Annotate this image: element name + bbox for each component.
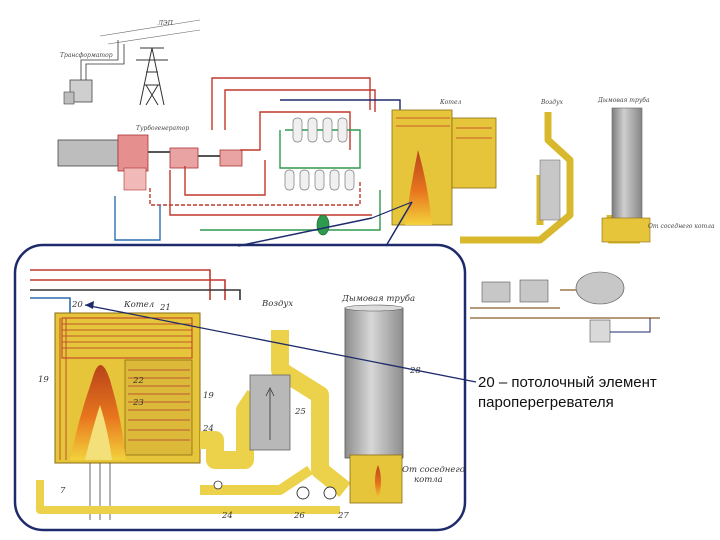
steam-pipes-overview — [149, 77, 376, 216]
overview-scheme: ЛЭП Трансформатор Турбогенератор — [57, 19, 715, 343]
label-19b: 19 — [203, 391, 214, 401]
label-21: 21 — [159, 303, 171, 313]
smoke-exhauster-fan — [296, 486, 310, 500]
turbogenerator — [57, 134, 243, 191]
label-24: 24 — [202, 424, 214, 434]
air-label-detail: Воздух — [261, 299, 293, 309]
power-line-label: ЛЭП — [157, 20, 174, 27]
air-heater-overview — [539, 159, 561, 221]
from-neighbor-2-detail: котла — [414, 475, 443, 485]
zoom-connector-left — [237, 217, 373, 247]
chimney-detail — [344, 304, 404, 504]
zoom-connector-right — [385, 201, 413, 247]
boiler-label-overview: Котел — [439, 99, 461, 106]
from-neighbor-label-overview: От соседнего котла — [648, 223, 715, 230]
label-23: 23 — [132, 398, 144, 408]
label-24b: 24 — [221, 511, 233, 521]
detail-pipes — [30, 269, 241, 318]
turbogenerator-label: Турбогенератор — [136, 125, 189, 132]
label-28: 28 — [409, 366, 421, 376]
boiler-label-detail: Котел — [123, 300, 154, 310]
power-line-tower — [99, 19, 201, 106]
chimney-overview — [611, 107, 643, 221]
callout-line — [84, 304, 477, 383]
label-26: 26 — [293, 511, 305, 521]
caption-line-1: 20 – потолочный элемент — [478, 374, 657, 391]
callout-arrowhead — [85, 301, 94, 309]
label-20: 20 — [71, 300, 83, 310]
label-19a: 19 — [38, 375, 49, 385]
from-neighbor-1-detail: От соседнего — [402, 465, 465, 475]
water-pipes-overview — [114, 99, 401, 241]
chimney-label-overview: Дымовая труба — [597, 97, 650, 104]
caption: 20 – потолочный элемент пароперегревател… — [478, 373, 708, 413]
caption-line-2: пароперегревателя — [478, 394, 614, 411]
valve-24 — [213, 480, 223, 490]
label-22: 22 — [132, 376, 144, 386]
label-27: 27 — [337, 511, 349, 521]
label-25: 25 — [294, 407, 306, 417]
chimney-label-detail: Дымовая труба — [341, 293, 415, 304]
boiler-detail — [54, 312, 201, 464]
zoom-link-line — [371, 201, 413, 219]
boiler-overview — [391, 109, 497, 226]
water-treatment-overview — [470, 271, 660, 343]
detail-panel: 20 Котел 21 Воздух Дымовая труба 19 22 2… — [13, 243, 477, 532]
blower-fan — [323, 486, 337, 500]
flue-ducts-detail — [36, 330, 351, 514]
transformer — [63, 40, 125, 105]
heaters-overview — [284, 117, 355, 236]
label-7: 7 — [60, 486, 66, 496]
air-label-overview: Воздух — [540, 99, 564, 106]
transformer-label: Трансформатор — [60, 52, 113, 59]
